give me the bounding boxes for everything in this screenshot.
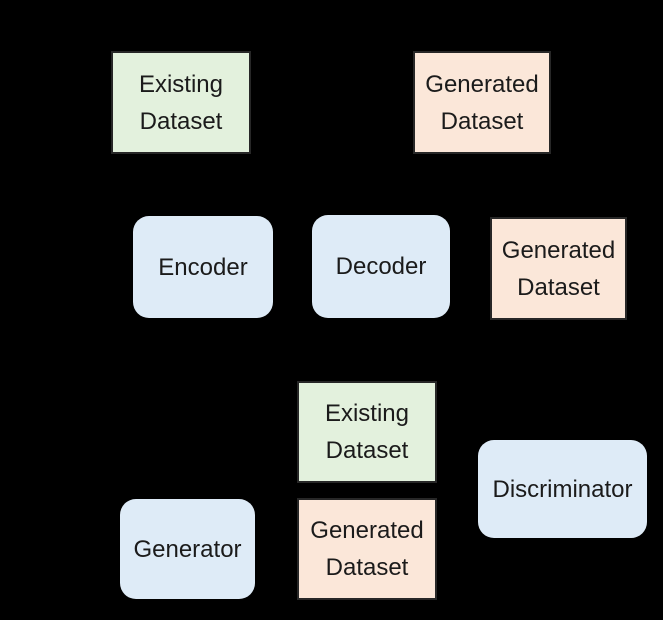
node-label: Discriminator [492, 475, 633, 503]
node-existing-dataset-top: Existing Dataset [111, 51, 251, 154]
node-label: Generated Dataset [310, 517, 424, 581]
node-label: Decoder [335, 253, 427, 280]
node-generator: Generator [120, 499, 255, 599]
node-generated-dataset-mid: Generated Dataset [490, 217, 627, 320]
node-label: Generator [133, 535, 242, 563]
node-label: Generated Dataset [501, 236, 616, 301]
node-label: Encoder [158, 253, 248, 281]
node-existing-dataset-bottom: Existing Dataset [297, 381, 437, 483]
node-generated-dataset-top: Generated Dataset [413, 51, 551, 154]
node-label: Generated Dataset [425, 70, 539, 135]
node-encoder: Encoder [133, 216, 273, 318]
node-discriminator: Discriminator [478, 440, 647, 538]
node-label: Existing Dataset [138, 70, 224, 135]
node-label: Existing Dataset [324, 400, 410, 464]
node-decoder: Decoder [312, 215, 450, 318]
node-generated-dataset-bottom: Generated Dataset [297, 498, 437, 600]
